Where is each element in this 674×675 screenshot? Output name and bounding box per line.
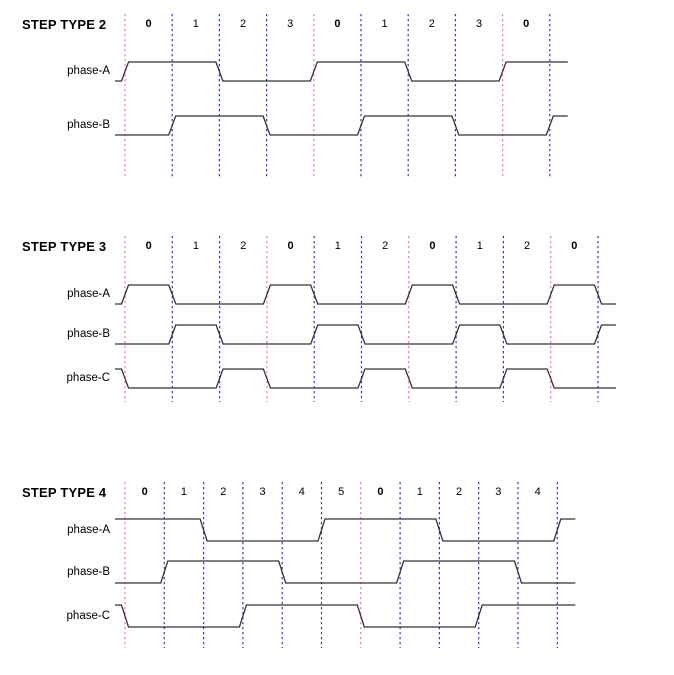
step-number: 0 — [377, 486, 384, 498]
waveform-phase-C — [115, 604, 576, 628]
waveform-phase-C — [115, 368, 616, 389]
block-title: STEP TYPE 4 — [22, 485, 107, 500]
phase-label-phase-C: phase-C — [66, 610, 110, 622]
step-number: 1 — [192, 240, 199, 252]
waveform-phase-B — [115, 560, 576, 584]
step-number: 3 — [475, 18, 483, 30]
waveform-phase-B — [115, 115, 568, 136]
phase-label-phase-A: phase-A — [67, 288, 110, 300]
phase-label-phase-C: phase-C — [66, 372, 110, 384]
step-number: 0 — [141, 486, 148, 498]
step-number: 1 — [192, 18, 199, 30]
step-number: 0 — [145, 18, 152, 30]
phase-label-phase-B: phase-B — [67, 328, 110, 340]
step-number: 3 — [259, 486, 266, 498]
phase-label-phase-A: phase-A — [67, 65, 110, 77]
step-number: 4 — [298, 486, 305, 498]
waveform-phase-A — [115, 518, 576, 542]
step-number: 1 — [180, 486, 187, 498]
step-number: 3 — [287, 18, 294, 30]
step-number: 0 — [287, 240, 294, 252]
step-number: 4 — [534, 486, 541, 498]
step-number: 2 — [220, 486, 227, 498]
phase-label-phase-B: phase-B — [67, 119, 110, 131]
phase-label-phase-A: phase-A — [67, 524, 110, 536]
block-title: STEP TYPE 3 — [22, 239, 107, 254]
step-number: 1 — [416, 486, 423, 498]
step-number: 2 — [428, 18, 435, 30]
step-number: 1 — [381, 18, 388, 30]
step-number: 0 — [429, 240, 436, 252]
step-number: 0 — [523, 18, 530, 30]
step-number: 1 — [334, 240, 341, 252]
step-number: 5 — [338, 486, 345, 498]
block-title: STEP TYPE 2 — [22, 17, 107, 32]
step-number: 2 — [240, 240, 247, 252]
step-number: 0 — [334, 18, 341, 30]
step-number: 0 — [145, 240, 152, 252]
step-number: 2 — [455, 486, 463, 498]
waveform-phase-A — [115, 61, 568, 82]
waveform-phase-B — [115, 324, 616, 345]
step-number: 1 — [476, 240, 483, 252]
step-number: 3 — [495, 486, 502, 498]
waveform-phase-A — [115, 284, 616, 305]
step-number: 2 — [382, 240, 389, 252]
phase-label-phase-B: phase-B — [67, 566, 110, 578]
step-number: 0 — [571, 240, 578, 252]
step-number: 2 — [239, 18, 247, 30]
step-number: 2 — [523, 240, 531, 252]
